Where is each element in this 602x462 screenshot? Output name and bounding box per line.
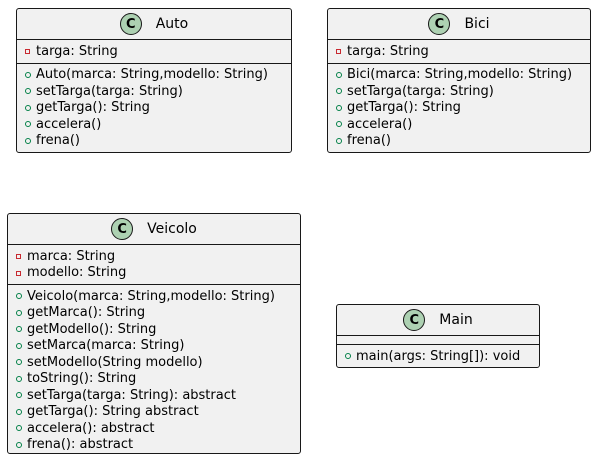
class-veicolo-header: C Veicolo: [8, 214, 300, 245]
field-text: targa: String: [36, 43, 118, 59]
public-visibility-icon: [24, 103, 36, 113]
public-visibility-icon: [15, 357, 27, 367]
method-text: setTarga(targa: String): [36, 83, 183, 99]
method-row: accelera(): [24, 116, 291, 133]
method-text: getTarga(): String abstract: [27, 404, 199, 420]
fields-section: targa: String: [17, 40, 291, 64]
method-row: getModello(): String: [15, 321, 300, 338]
class-name: Veicolo: [147, 221, 197, 237]
methods-section: Veicolo(marca: String,modello: String) g…: [8, 285, 300, 456]
method-text: Bici(marca: String,modello: String): [347, 67, 573, 83]
method-row: setTarga(targa: String): [24, 83, 291, 100]
public-visibility-icon: [15, 324, 27, 334]
private-visibility-icon: [24, 46, 36, 56]
method-row: frena(): [335, 133, 590, 150]
method-row: setMarca(marca: String): [15, 338, 300, 355]
class-main[interactable]: C Main main(args: String[]): void: [336, 304, 540, 368]
private-visibility-icon: [335, 46, 347, 56]
class-stereotype-icon: C: [119, 13, 142, 35]
class-stereotype-icon: C: [428, 13, 451, 35]
method-text: getTarga(): String: [36, 100, 150, 116]
method-text: setTarga(targa: String): [347, 83, 494, 99]
private-visibility-icon: [15, 251, 27, 261]
public-visibility-icon: [15, 308, 27, 318]
method-row: getTarga(): String abstract: [15, 404, 300, 421]
class-bici[interactable]: C Bici targa: String Bici(marca: String,…: [327, 8, 591, 153]
methods-section: Bici(marca: String,modello: String) setT…: [328, 64, 590, 153]
method-row: frena(): [24, 133, 291, 150]
methods-section: main(args: String[]): void: [337, 345, 539, 368]
method-row: getMarca(): String: [15, 305, 300, 322]
field-row: targa: String: [335, 43, 590, 60]
public-visibility-icon: [15, 374, 27, 384]
field-row: modello: String: [15, 265, 300, 282]
method-text: main(args: String[]): void: [356, 348, 521, 364]
method-text: getModello(): String: [27, 321, 157, 337]
method-row: toString(): String: [15, 371, 300, 388]
public-visibility-icon: [24, 119, 36, 129]
method-row: accelera(): [335, 116, 590, 133]
public-visibility-icon: [24, 136, 36, 146]
class-stereotype-icon: C: [403, 309, 426, 331]
method-text: Veicolo(marca: String,modello: String): [27, 288, 275, 304]
method-row: Veicolo(marca: String,modello: String): [15, 288, 300, 305]
method-row: frena(): abstract: [15, 437, 300, 454]
public-visibility-icon: [335, 119, 347, 129]
class-bici-header: C Bici: [328, 9, 590, 40]
method-text: getTarga(): String: [347, 100, 461, 116]
method-text: setTarga(targa: String): abstract: [27, 387, 236, 403]
public-visibility-icon: [24, 86, 36, 96]
public-visibility-icon: [15, 291, 27, 301]
public-visibility-icon: [335, 70, 347, 80]
class-veicolo[interactable]: C Veicolo marca: String modello: String …: [7, 213, 301, 454]
public-visibility-icon: [344, 351, 356, 361]
method-row: Bici(marca: String,modello: String): [335, 67, 590, 84]
method-row: main(args: String[]): void: [344, 348, 539, 365]
method-row: setTarga(targa: String): [335, 83, 590, 100]
field-text: targa: String: [347, 43, 429, 59]
class-auto[interactable]: C Auto targa: String Auto(marca: String,…: [16, 8, 292, 153]
fields-section: [337, 336, 539, 345]
class-main-header: C Main: [337, 305, 539, 336]
method-row: setTarga(targa: String): abstract: [15, 387, 300, 404]
method-text: getMarca(): String: [27, 305, 146, 321]
method-text: frena(): abstract: [27, 437, 134, 453]
class-name: Bici: [464, 16, 490, 32]
methods-section: Auto(marca: String,modello: String) setT…: [17, 64, 291, 153]
public-visibility-icon: [335, 103, 347, 113]
method-text: frena(): [347, 133, 391, 149]
field-row: targa: String: [24, 43, 291, 60]
method-text: frena(): [36, 133, 80, 149]
public-visibility-icon: [15, 341, 27, 351]
public-visibility-icon: [15, 423, 27, 433]
public-visibility-icon: [15, 407, 27, 417]
public-visibility-icon: [15, 390, 27, 400]
private-visibility-icon: [15, 268, 27, 278]
method-text: accelera(): [347, 116, 413, 132]
public-visibility-icon: [24, 70, 36, 80]
method-row: Auto(marca: String,modello: String): [24, 67, 291, 84]
public-visibility-icon: [15, 440, 27, 450]
public-visibility-icon: [335, 86, 347, 96]
method-text: Auto(marca: String,modello: String): [36, 67, 268, 83]
method-row: setModello(String modello): [15, 354, 300, 371]
method-text: setMarca(marca: String): [27, 338, 185, 354]
class-name: Main: [439, 312, 473, 328]
field-text: modello: String: [27, 265, 127, 281]
method-text: setModello(String modello): [27, 354, 203, 370]
public-visibility-icon: [335, 136, 347, 146]
method-text: accelera(): [36, 116, 102, 132]
class-auto-header: C Auto: [17, 9, 291, 40]
method-text: toString(): String: [27, 371, 137, 387]
field-text: marca: String: [27, 248, 116, 264]
method-row: getTarga(): String: [24, 100, 291, 117]
class-name: Auto: [155, 16, 189, 32]
method-row: accelera(): abstract: [15, 420, 300, 437]
class-stereotype-icon: C: [111, 218, 134, 240]
fields-section: marca: String modello: String: [8, 245, 300, 285]
method-row: getTarga(): String: [335, 100, 590, 117]
field-row: marca: String: [15, 248, 300, 265]
fields-section: targa: String: [328, 40, 590, 64]
method-text: accelera(): abstract: [27, 420, 155, 436]
